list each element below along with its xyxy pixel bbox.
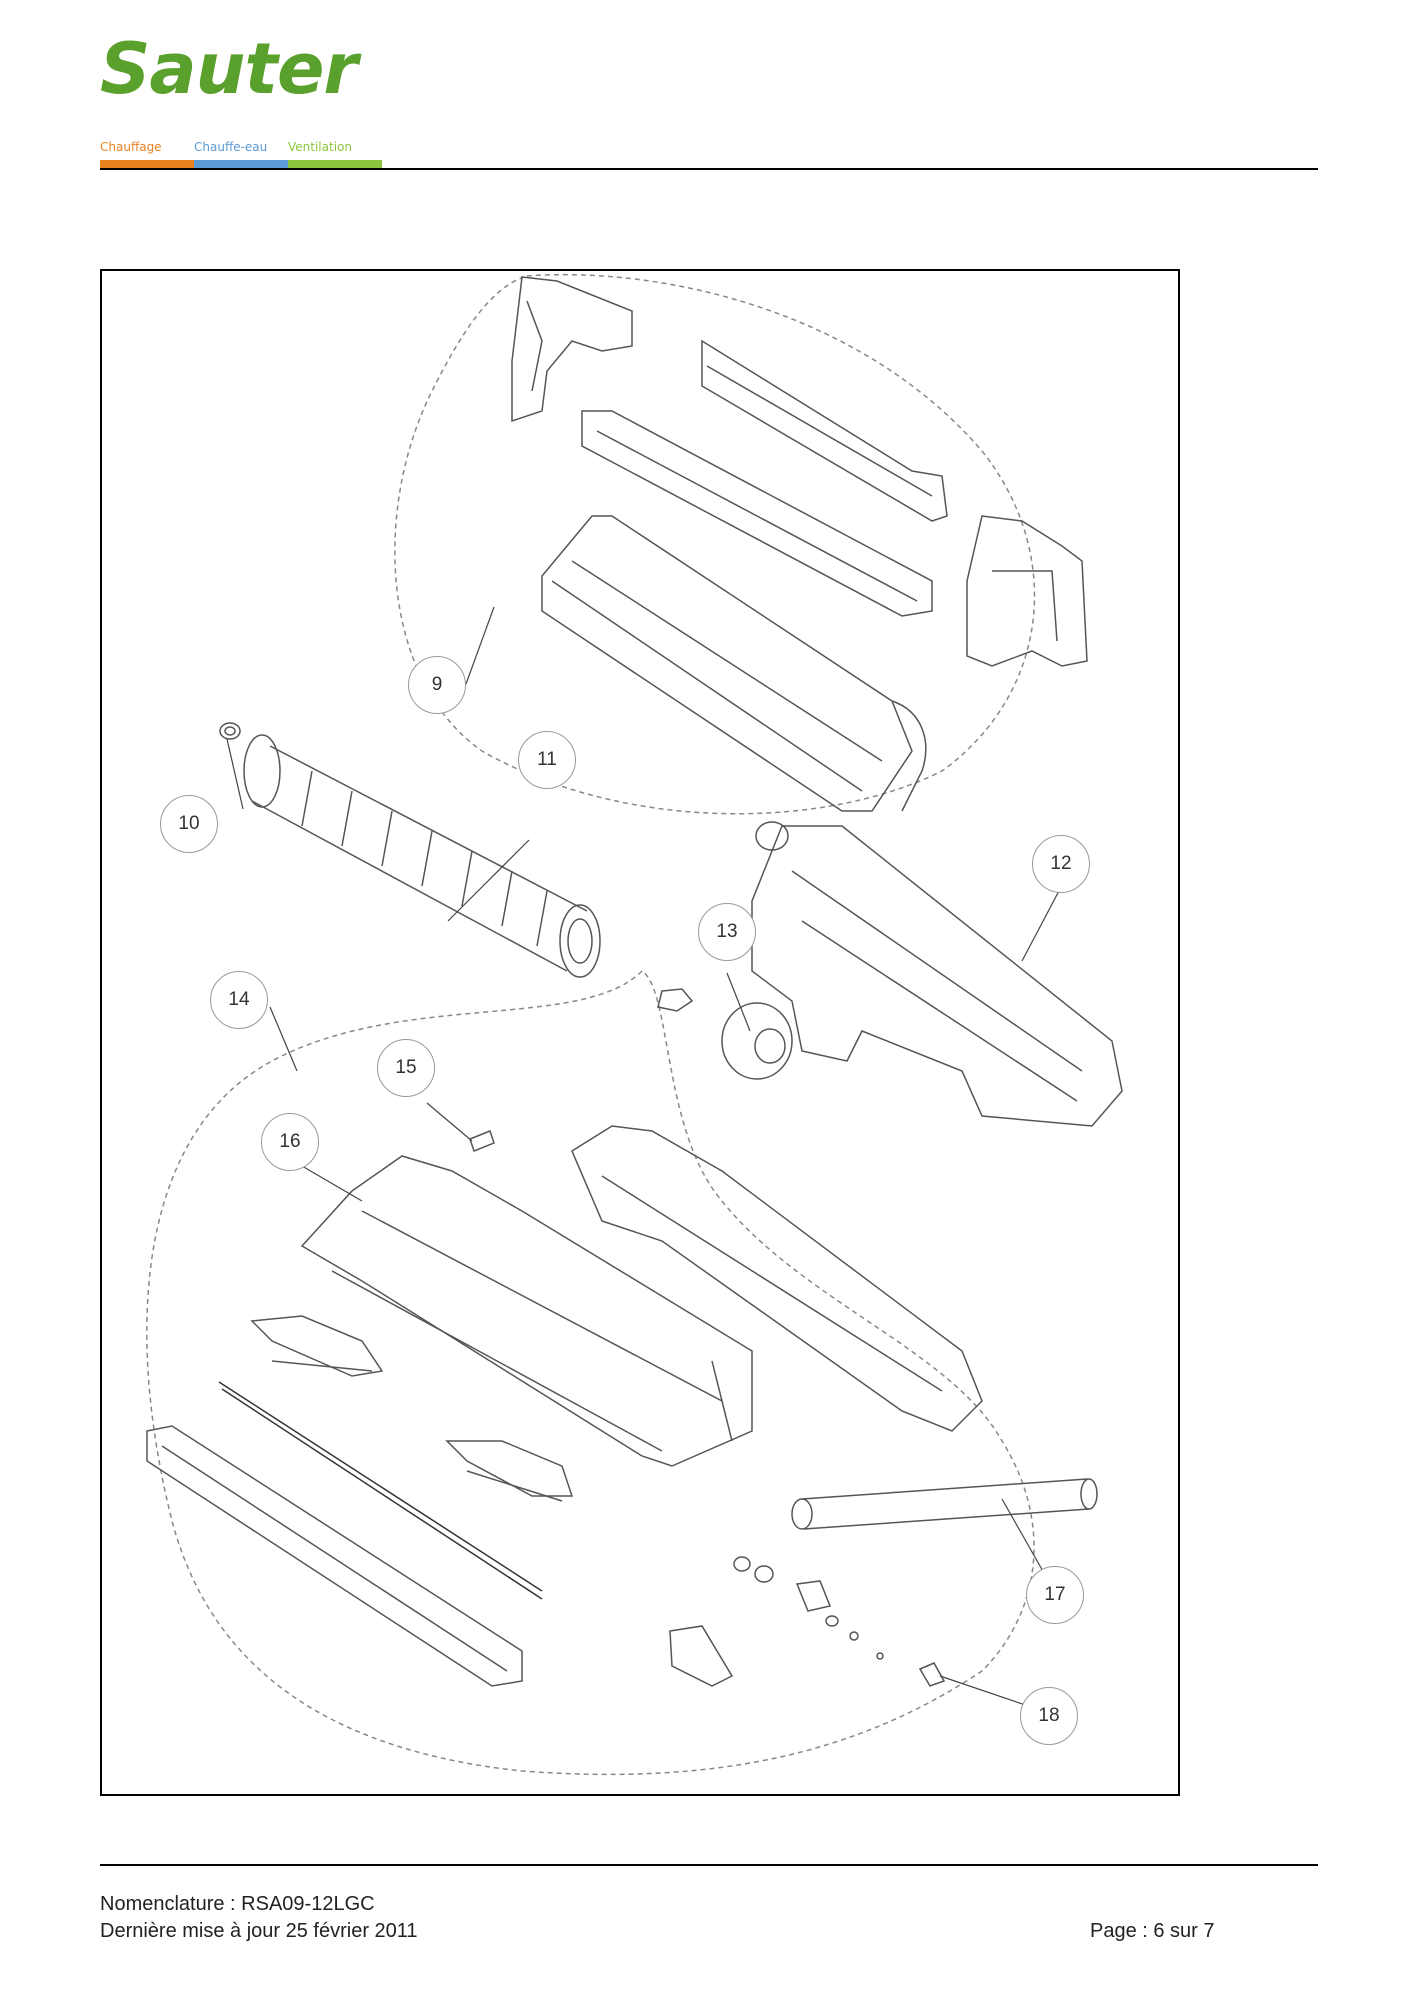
part-evaporator xyxy=(541,515,927,812)
exploded-parts-diagram: 9 10 11 12 13 14 15 16 17 18 xyxy=(100,269,1180,1796)
part-horizontal-louver xyxy=(701,339,948,522)
header-divider xyxy=(100,168,1318,170)
part-small-components xyxy=(669,1556,946,1687)
part-side-bracket-left xyxy=(511,276,633,423)
category-ventilation: Ventilation xyxy=(288,140,382,168)
part-crossflow-fan xyxy=(243,734,601,978)
part-screw xyxy=(469,1130,495,1152)
callout-15: 15 xyxy=(377,1039,435,1097)
parts-drawing xyxy=(146,273,1123,1776)
part-roller-shaft xyxy=(791,1478,1098,1530)
part-link-rod xyxy=(218,1381,543,1600)
category-color-bar xyxy=(288,160,382,168)
part-base-frame xyxy=(300,1155,753,1467)
category-color-bar xyxy=(100,160,194,168)
part-mounting-plate xyxy=(751,821,1123,1127)
category-bar: Chauffage Chauffe-eau Ventilation xyxy=(100,140,382,168)
category-label: Ventilation xyxy=(288,140,352,154)
callout-12: 12 xyxy=(1032,835,1090,893)
last-updated-text: Dernière mise à jour 25 février 2011 xyxy=(100,1920,418,1942)
callout-17: 17 xyxy=(1026,1566,1084,1624)
part-front-panel xyxy=(571,1125,983,1432)
part-lower-frame xyxy=(146,1425,523,1687)
callout-18: 18 xyxy=(1020,1687,1078,1745)
category-chauffage: Chauffage xyxy=(100,140,194,168)
page-number: Page : 6 sur 7 xyxy=(1090,1920,1215,1942)
sauter-logo: Sauter xyxy=(100,28,358,110)
callout-14: 14 xyxy=(210,971,268,1029)
group-9-outline xyxy=(394,273,1036,815)
category-chauffe-eau: Chauffe-eau xyxy=(194,140,288,168)
part-side-bracket-right xyxy=(966,515,1088,667)
category-color-bar xyxy=(194,160,288,168)
nomenclature-text: Nomenclature : RSA09-12LGC xyxy=(100,1893,375,1915)
leader-lines xyxy=(226,606,1061,1712)
callout-16: 16 xyxy=(261,1113,319,1171)
callout-9: 9 xyxy=(408,656,466,714)
part-bearing xyxy=(219,722,241,740)
category-label: Chauffe-eau xyxy=(194,140,268,154)
category-label: Chauffage xyxy=(100,140,162,154)
callout-13: 13 xyxy=(698,903,756,961)
part-vertical-louver-assembly xyxy=(581,410,933,617)
callout-10: 10 xyxy=(160,795,218,853)
group-14-outline xyxy=(146,970,1035,1776)
callout-11: 11 xyxy=(518,731,576,789)
part-louver-blades xyxy=(250,1315,574,1502)
part-fan-motor xyxy=(657,988,793,1080)
footer-divider xyxy=(100,1864,1318,1866)
